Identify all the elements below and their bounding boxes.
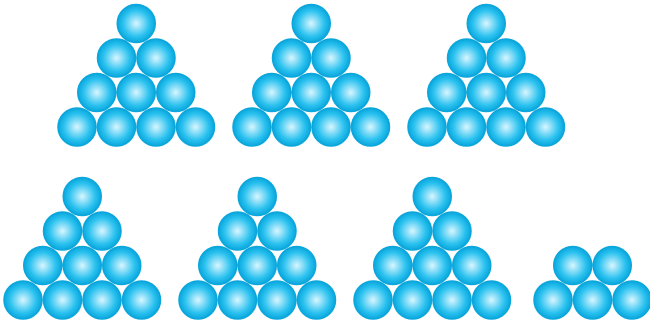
ball: [413, 247, 451, 285]
ball: [453, 247, 491, 285]
ball: [98, 39, 136, 77]
ball: [487, 39, 525, 77]
ball: [157, 74, 195, 112]
ball: [292, 74, 330, 112]
ball: [63, 247, 101, 285]
ball-group: [354, 178, 511, 320]
ball: [98, 108, 136, 146]
ball: [253, 74, 291, 112]
ball: [44, 212, 82, 250]
ball: [103, 247, 141, 285]
ball: [177, 108, 215, 146]
ball: [292, 5, 330, 43]
ball: [467, 74, 505, 112]
ball: [312, 39, 350, 77]
ball: [137, 39, 175, 77]
ball: [374, 247, 412, 285]
ball: [117, 5, 155, 43]
ball: [219, 212, 257, 250]
ball: [4, 281, 42, 319]
ball: [137, 108, 175, 146]
ball-group: [534, 247, 650, 320]
ball: [554, 247, 592, 285]
ball: [273, 39, 311, 77]
ball: [408, 108, 446, 146]
ball: [574, 281, 612, 319]
ball: [78, 74, 116, 112]
ball: [273, 108, 311, 146]
ball: [312, 108, 350, 146]
ball-group: [4, 178, 161, 320]
ball: [448, 108, 486, 146]
ball: [278, 247, 316, 285]
ball: [58, 108, 96, 146]
ball: [467, 5, 505, 43]
ball: [613, 281, 650, 319]
ball-group: [408, 5, 565, 147]
ball: [507, 74, 545, 112]
ball: [448, 39, 486, 77]
ball: [44, 281, 82, 319]
ball: [219, 281, 257, 319]
ball: [428, 74, 466, 112]
ball: [593, 247, 631, 285]
ball-group: [179, 178, 336, 320]
ball: [179, 281, 217, 319]
ball: [534, 281, 572, 319]
ball-group: [58, 5, 215, 147]
ball: [413, 178, 451, 216]
ball: [394, 281, 432, 319]
ball: [238, 178, 276, 216]
ball: [394, 212, 432, 250]
ball: [433, 212, 471, 250]
ball: [238, 247, 276, 285]
ball: [352, 108, 390, 146]
ball: [487, 108, 525, 146]
ball: [332, 74, 370, 112]
ball: [473, 281, 511, 319]
ball: [63, 178, 101, 216]
ball-group: [233, 5, 390, 147]
ball: [24, 247, 62, 285]
ball: [123, 281, 161, 319]
ball: [298, 281, 336, 319]
ball: [433, 281, 471, 319]
ball: [83, 212, 121, 250]
ball: [199, 247, 237, 285]
ball: [83, 281, 121, 319]
ball: [233, 108, 271, 146]
ball: [258, 212, 296, 250]
ball: [117, 74, 155, 112]
ball: [527, 108, 565, 146]
ball-groups: [4, 5, 650, 320]
ball: [258, 281, 296, 319]
ball: [354, 281, 392, 319]
